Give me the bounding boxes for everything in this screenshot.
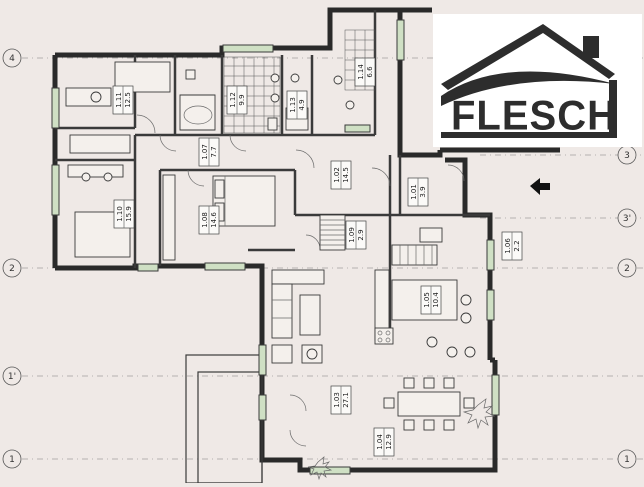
room-area: 2.9 (357, 229, 365, 240)
bathtub (179, 94, 216, 131)
axis-marker-right-2: 2 (617, 258, 637, 278)
desk-110 (67, 164, 124, 178)
room-number: 1.08 (201, 212, 209, 228)
axis-marker-left-1: 1 (2, 449, 22, 469)
room-number: 1.14 (357, 64, 365, 80)
room-area: 4.9 (298, 99, 306, 110)
coffee-table (299, 294, 321, 336)
axis-marker-left-1prime: 1' (2, 366, 22, 386)
room-area: 3.9 (419, 186, 427, 197)
axis-marker-right-1: 1 (617, 449, 637, 469)
room-area: 14.6 (210, 212, 218, 228)
axis-label: 4 (9, 54, 15, 64)
furniture (65, 61, 476, 431)
room-number: 1.02 (333, 167, 341, 183)
room-area: 14.5 (342, 167, 350, 183)
room-area: 12.9 (385, 434, 393, 450)
room-number: 1.06 (504, 238, 512, 254)
room-area: 27.1 (342, 392, 350, 408)
room-area: 15.9 (125, 206, 133, 222)
entrance-arrow-icon (530, 178, 550, 195)
stair-icon (319, 214, 346, 251)
wardrobe-110 (69, 134, 131, 154)
flesch-logo: FLESCH (433, 14, 642, 147)
axis-marker-left-2: 2 (2, 258, 22, 278)
room-number: 1.03 (333, 392, 341, 408)
room-area: 9.9 (238, 94, 246, 105)
dining-table (397, 391, 461, 417)
room-number: 1.05 (423, 292, 431, 308)
room-number: 1.12 (229, 92, 237, 108)
axis-label: 1' (8, 372, 16, 382)
room-area: 12.5 (124, 92, 132, 108)
axis-label: 3 (624, 151, 630, 161)
room-number: 1.04 (376, 434, 384, 450)
room-area: 2.2 (513, 240, 521, 251)
axis-label: 3' (623, 214, 631, 224)
kitchen-grid (391, 244, 438, 266)
house-roof-icon (441, 24, 617, 138)
room-number: 1.13 (289, 97, 297, 113)
room-area: 7.7 (210, 146, 218, 157)
axis-label: 2 (624, 264, 630, 274)
sink (270, 93, 280, 103)
logo-text: FLESCH (451, 92, 617, 140)
axis-marker-right-3prime: 3' (617, 208, 637, 228)
axis-marker-right-3: 3 (617, 145, 637, 165)
room-number: 1.07 (201, 144, 209, 160)
wardrobe (162, 174, 176, 261)
armchair (271, 344, 293, 364)
axis-label: 1 (624, 455, 630, 465)
room-number: 1.10 (116, 206, 124, 222)
windows (51, 19, 500, 475)
grid-lines (22, 57, 644, 460)
axis-marker-left-4: 4 (2, 48, 22, 68)
desk (65, 87, 112, 107)
stove (374, 327, 394, 345)
sofa (271, 269, 325, 285)
axis-label: 2 (9, 264, 15, 274)
doors (136, 114, 465, 447)
room-number: 1.01 (410, 184, 418, 200)
room-area: 10.4 (432, 292, 440, 308)
room-area: 6.6 (366, 66, 374, 78)
plant-icon (307, 398, 496, 481)
room-number: 1.09 (348, 227, 356, 243)
terrace (185, 354, 263, 484)
axis-label: 1 (9, 455, 15, 465)
room-number: 1.11 (115, 92, 123, 108)
toilet (270, 73, 280, 83)
